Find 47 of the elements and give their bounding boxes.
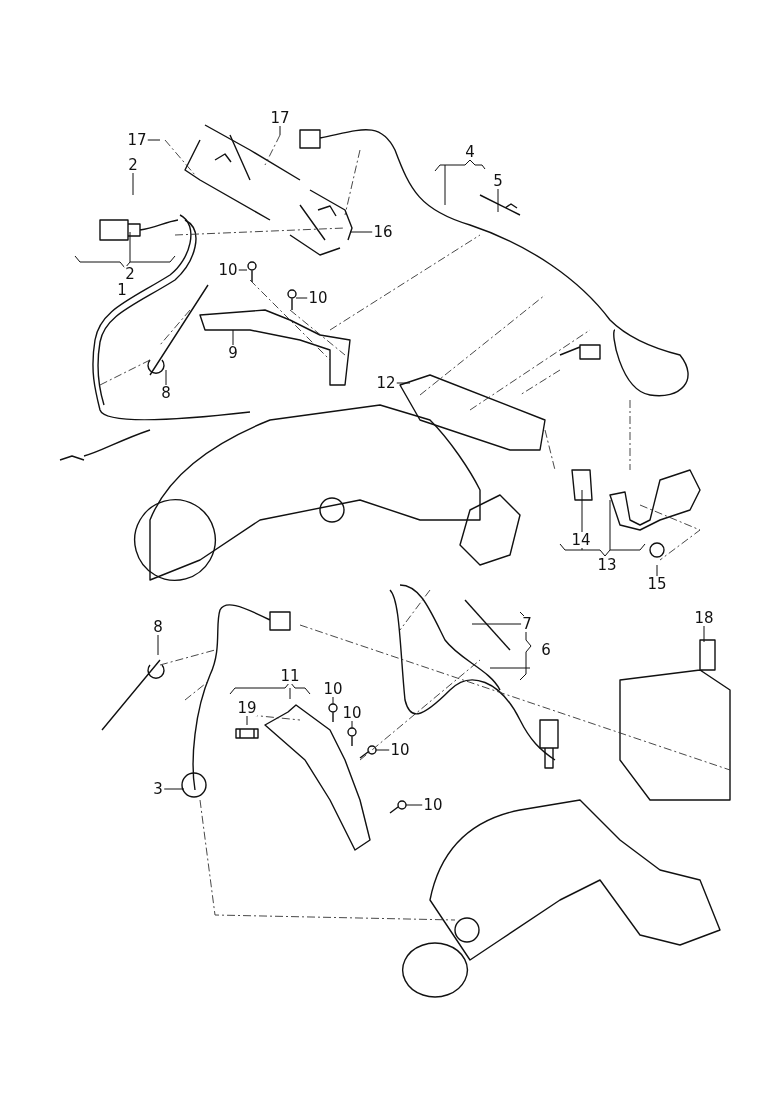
callout-number: 2 (124, 266, 136, 282)
leader-line (157, 634, 159, 656)
callout-number: 8 (160, 385, 172, 401)
leader-line (405, 804, 423, 806)
leader-line (703, 625, 705, 643)
leader-line (349, 231, 373, 233)
callout-number: 7 (521, 616, 533, 632)
leader-line (471, 623, 522, 625)
callout-number: 10 (307, 290, 329, 306)
leader-line (279, 125, 281, 136)
callout-number: 6 (540, 642, 552, 658)
callout-number: 12 (375, 375, 397, 391)
callout-number: 10 (341, 705, 363, 721)
leader-line (396, 382, 411, 384)
leader-line (497, 188, 499, 213)
leader-line (163, 788, 185, 790)
leader-line (246, 715, 248, 726)
callout-number: 14 (570, 532, 592, 548)
leader-line (656, 564, 658, 577)
callout-number: 18 (693, 610, 715, 626)
leader-line (375, 749, 390, 751)
callout-number: 17 (126, 132, 148, 148)
callout-number: 5 (492, 173, 504, 189)
leader-line (132, 172, 134, 196)
leader-line (147, 139, 161, 141)
leader-line (295, 297, 308, 299)
callout-number: 10 (422, 797, 444, 813)
leader-line (332, 696, 334, 705)
callout-number: 3 (152, 781, 164, 797)
callout-number: 16 (372, 224, 394, 240)
callout-number: 15 (646, 576, 668, 592)
callout-number: 10 (217, 262, 239, 278)
callout-number: 11 (279, 668, 301, 684)
leader-line (165, 369, 167, 386)
callout-number: 8 (152, 619, 164, 635)
callout-number: 10 (389, 742, 411, 758)
callout-number: 2 (127, 157, 139, 173)
leader-line (238, 269, 248, 271)
callout-number: 4 (464, 144, 476, 160)
callout-number: 1 (116, 282, 128, 298)
callout-number: 17 (269, 110, 291, 126)
callout-number: 10 (322, 681, 344, 697)
leader-line (232, 329, 234, 346)
callout-number: 9 (227, 345, 239, 361)
callout-number: 19 (236, 700, 258, 716)
callout-number: 13 (596, 557, 618, 573)
leader-line (351, 720, 353, 729)
